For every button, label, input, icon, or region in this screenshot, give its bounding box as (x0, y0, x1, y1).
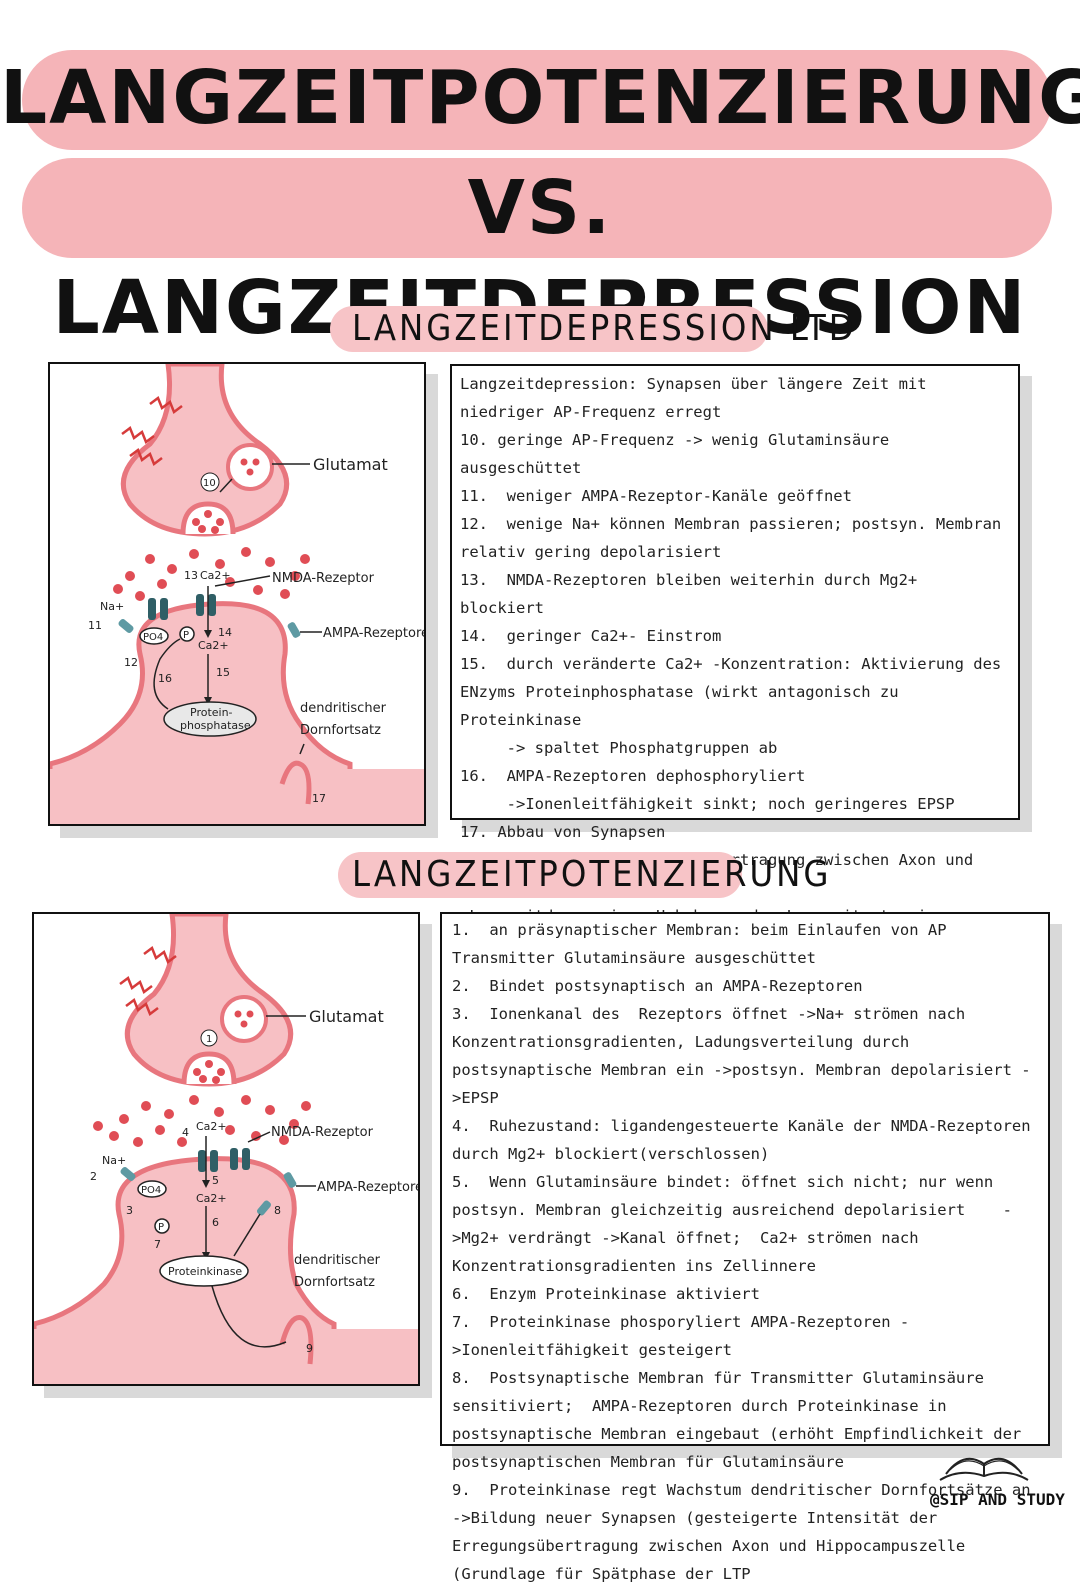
ltp-num-8: 8 (274, 1204, 281, 1217)
ltd-num-14: 14 (218, 626, 232, 639)
ltd-line: 10. geringe AP-Frequenz -> wenig Glutami… (460, 431, 899, 477)
ltd-label-ampa: AMPA-Rezeptoren (323, 626, 424, 641)
ltd-line: -> spaltet Phosphatgruppen ab (460, 739, 778, 757)
ltp-synapse-svg: Glutamat 1 AMPA-Rezeptoren NMDA-Rezeptor… (31, 911, 431, 1387)
ltd-nmda-receptor-right (196, 594, 204, 616)
ltp-label-po4: PO4 (141, 1185, 161, 1196)
ltp-steps-list: 1. an präsynaptischer Membran: beim Einl… (452, 916, 1038, 1588)
ltp-num-7: 7 (154, 1238, 161, 1251)
ltp-line: 2. Bindet postsynaptisch an AMPA-Rezepto… (452, 977, 863, 995)
brand-handle: @SIP AND STUDY (930, 1490, 1065, 1509)
ltd-vesicle (226, 443, 274, 491)
ltd-num-11: 11 (88, 619, 102, 632)
ltd-num-17: 17 (312, 792, 326, 805)
ltp-label-ca-top: Ca2+ (196, 1120, 227, 1133)
ltp-line: 8. Postsynaptische Membran für Transmitt… (452, 1369, 1031, 1471)
ltp-line: 1. an präsynaptischer Membran: beim Einl… (452, 921, 956, 967)
ltd-ampa-receptor-right (287, 622, 301, 638)
ltd-nmda-receptor-left (148, 598, 156, 620)
ltp-num-6: 6 (212, 1216, 219, 1229)
ltd-heading-highlight (330, 306, 768, 352)
ltp-vesicle (220, 995, 268, 1043)
ltp-num-5: 5 (212, 1174, 219, 1187)
ltd-label-p: P (183, 630, 189, 641)
ltp-ampa-receptor-left (120, 1167, 136, 1181)
ltd-release-pocket (180, 501, 236, 535)
ltd-num-16: 16 (158, 672, 172, 685)
ltd-line: 11. weniger AMPA-Rezeptor-Kanäle geöffne… (460, 487, 852, 505)
ltp-label-p: P (158, 1222, 164, 1233)
ltp-line: 5. Wenn Glutaminsäure bindet: öffnet sic… (452, 1173, 1012, 1275)
ltp-phosphate-icon (154, 1218, 170, 1234)
ltp-po4-badge (137, 1180, 167, 1198)
page-title-line-1: LANGZEITPOTENZIERUNG (0, 55, 1080, 141)
ltd-label-enzyme-1: Protein- (190, 706, 233, 719)
ltp-num-3: 3 (126, 1204, 133, 1217)
ltd-label-ca-top: Ca2+ (200, 569, 231, 582)
ltd-label-spine-1: dendritischer (300, 701, 387, 716)
ltp-ampa-receptor-inserted (257, 1200, 271, 1216)
ltd-po4-badge (139, 627, 169, 645)
ltp-num-1: 1 (206, 1034, 212, 1045)
ltd-line: ->Ionenleitfähigkeit sinkt; noch geringe… (460, 795, 955, 813)
ltp-label-spine-2: Dornfortsatz (294, 1275, 375, 1290)
ltp-line: 7. Proteinkinase phosporyliert AMPA-Reze… (452, 1313, 910, 1359)
ltp-nmda-receptor-right (230, 1148, 238, 1170)
ltp-diagram: Glutamat 1 AMPA-Rezeptoren NMDA-Rezeptor… (31, 911, 431, 1387)
title-highlight-2 (22, 158, 1052, 258)
ltp-ap-zigzag-icon (143, 946, 177, 964)
title-highlight-1 (22, 50, 1052, 150)
ltp-num-4: 4 (182, 1126, 189, 1139)
ltp-ampa-receptor-right (283, 1172, 297, 1188)
ltd-glutamate-dots (113, 547, 310, 601)
ltp-label-nmda: NMDA-Rezeptor (271, 1125, 374, 1140)
ltd-text-panel: Langzeitdepression: Synapsen über länger… (450, 364, 1020, 925)
ltd-label-po4: PO4 (143, 632, 163, 643)
ltd-num-10: 10 (203, 478, 216, 489)
ltd-num-12: 12 (124, 656, 138, 669)
ltd-line: 16. AMPA-Rezeptoren dephosphoryliert (460, 767, 806, 785)
ltp-label-enzyme: Proteinkinase (168, 1265, 242, 1278)
ltd-line: Langzeitdepression: Synapsen über länger… (460, 375, 936, 421)
ltd-ampa-receptor-left (118, 619, 134, 633)
ltp-label-ca-mid: Ca2+ (196, 1192, 227, 1205)
ltp-enzyme-kinase (159, 1255, 249, 1287)
ltd-line: 17. Abbau von Synapsen (460, 823, 666, 841)
ltp-text-panel: 1. an präsynaptischer Membran: beim Einl… (440, 912, 1050, 1583)
ltd-diagram: Glutamat 10 AMPA-Rezeptoren NMDA-Rezepto… (47, 361, 437, 827)
ltd-line: 15. durch veränderte Ca2+ -Konzentration… (460, 655, 1011, 729)
ltd-label-glutamat: Glutamat (313, 455, 388, 474)
ltp-glutamate-dots (93, 1095, 311, 1147)
ltd-num-13: 13 (184, 569, 198, 582)
ltp-heading-highlight (338, 852, 742, 898)
ltd-num-15: 15 (216, 666, 230, 679)
ltd-label-na: Na+ (100, 600, 124, 613)
ltp-heading: LANGZEITPOTENZIERUNG (352, 854, 832, 895)
ltp-label-glutamat: Glutamat (309, 1007, 384, 1026)
ltp-label-na: Na+ (102, 1154, 126, 1167)
ltp-nmda-receptor-left (198, 1150, 206, 1172)
ltd-ap-zigzag-icon (149, 396, 183, 414)
ltd-steps-list: Langzeitdepression: Synapsen über länger… (460, 370, 1010, 930)
ltd-phosphate-icon (179, 626, 195, 642)
open-book-icon (939, 1457, 1029, 1481)
ltp-label-ampa: AMPA-Rezeptoren (317, 1180, 418, 1195)
ltd-enzyme-phosphatase (163, 701, 257, 737)
ltd-heading: LANGZEITDEPRESSION LTD (352, 308, 857, 349)
ltd-line: 14. geringer Ca2+- Einstrom (460, 627, 722, 645)
ltp-num-9: 9 (306, 1342, 313, 1355)
ltd-label-spine-2: Dornfortsatz (300, 723, 381, 738)
ltd-label-enzyme-2: phosphatase (180, 719, 251, 732)
ltd-label-nmda: NMDA-Rezeptor (272, 571, 375, 586)
ltd-line: 12. wenige Na+ können Membran passieren;… (460, 515, 1011, 561)
ltd-synapse-svg: Glutamat 10 AMPA-Rezeptoren NMDA-Rezepto… (47, 361, 437, 827)
ltd-label-ca-mid: Ca2+ (198, 639, 229, 652)
ltp-num-2: 2 (90, 1170, 97, 1183)
ltp-line: 6. Enzym Proteinkinase aktiviert (452, 1285, 760, 1303)
ltp-line: 4. Ruhezustand: ligandengesteuerte Kanäl… (452, 1117, 1040, 1163)
ltd-line: 13. NMDA-Rezeptoren bleiben weiterhin du… (460, 571, 927, 617)
ltp-release-pocket (181, 1051, 237, 1085)
ltp-line: 3. Ionenkanal des Rezeptors öffnet ->Na+… (452, 1005, 1031, 1107)
ltp-label-spine-1: dendritischer (294, 1253, 381, 1268)
